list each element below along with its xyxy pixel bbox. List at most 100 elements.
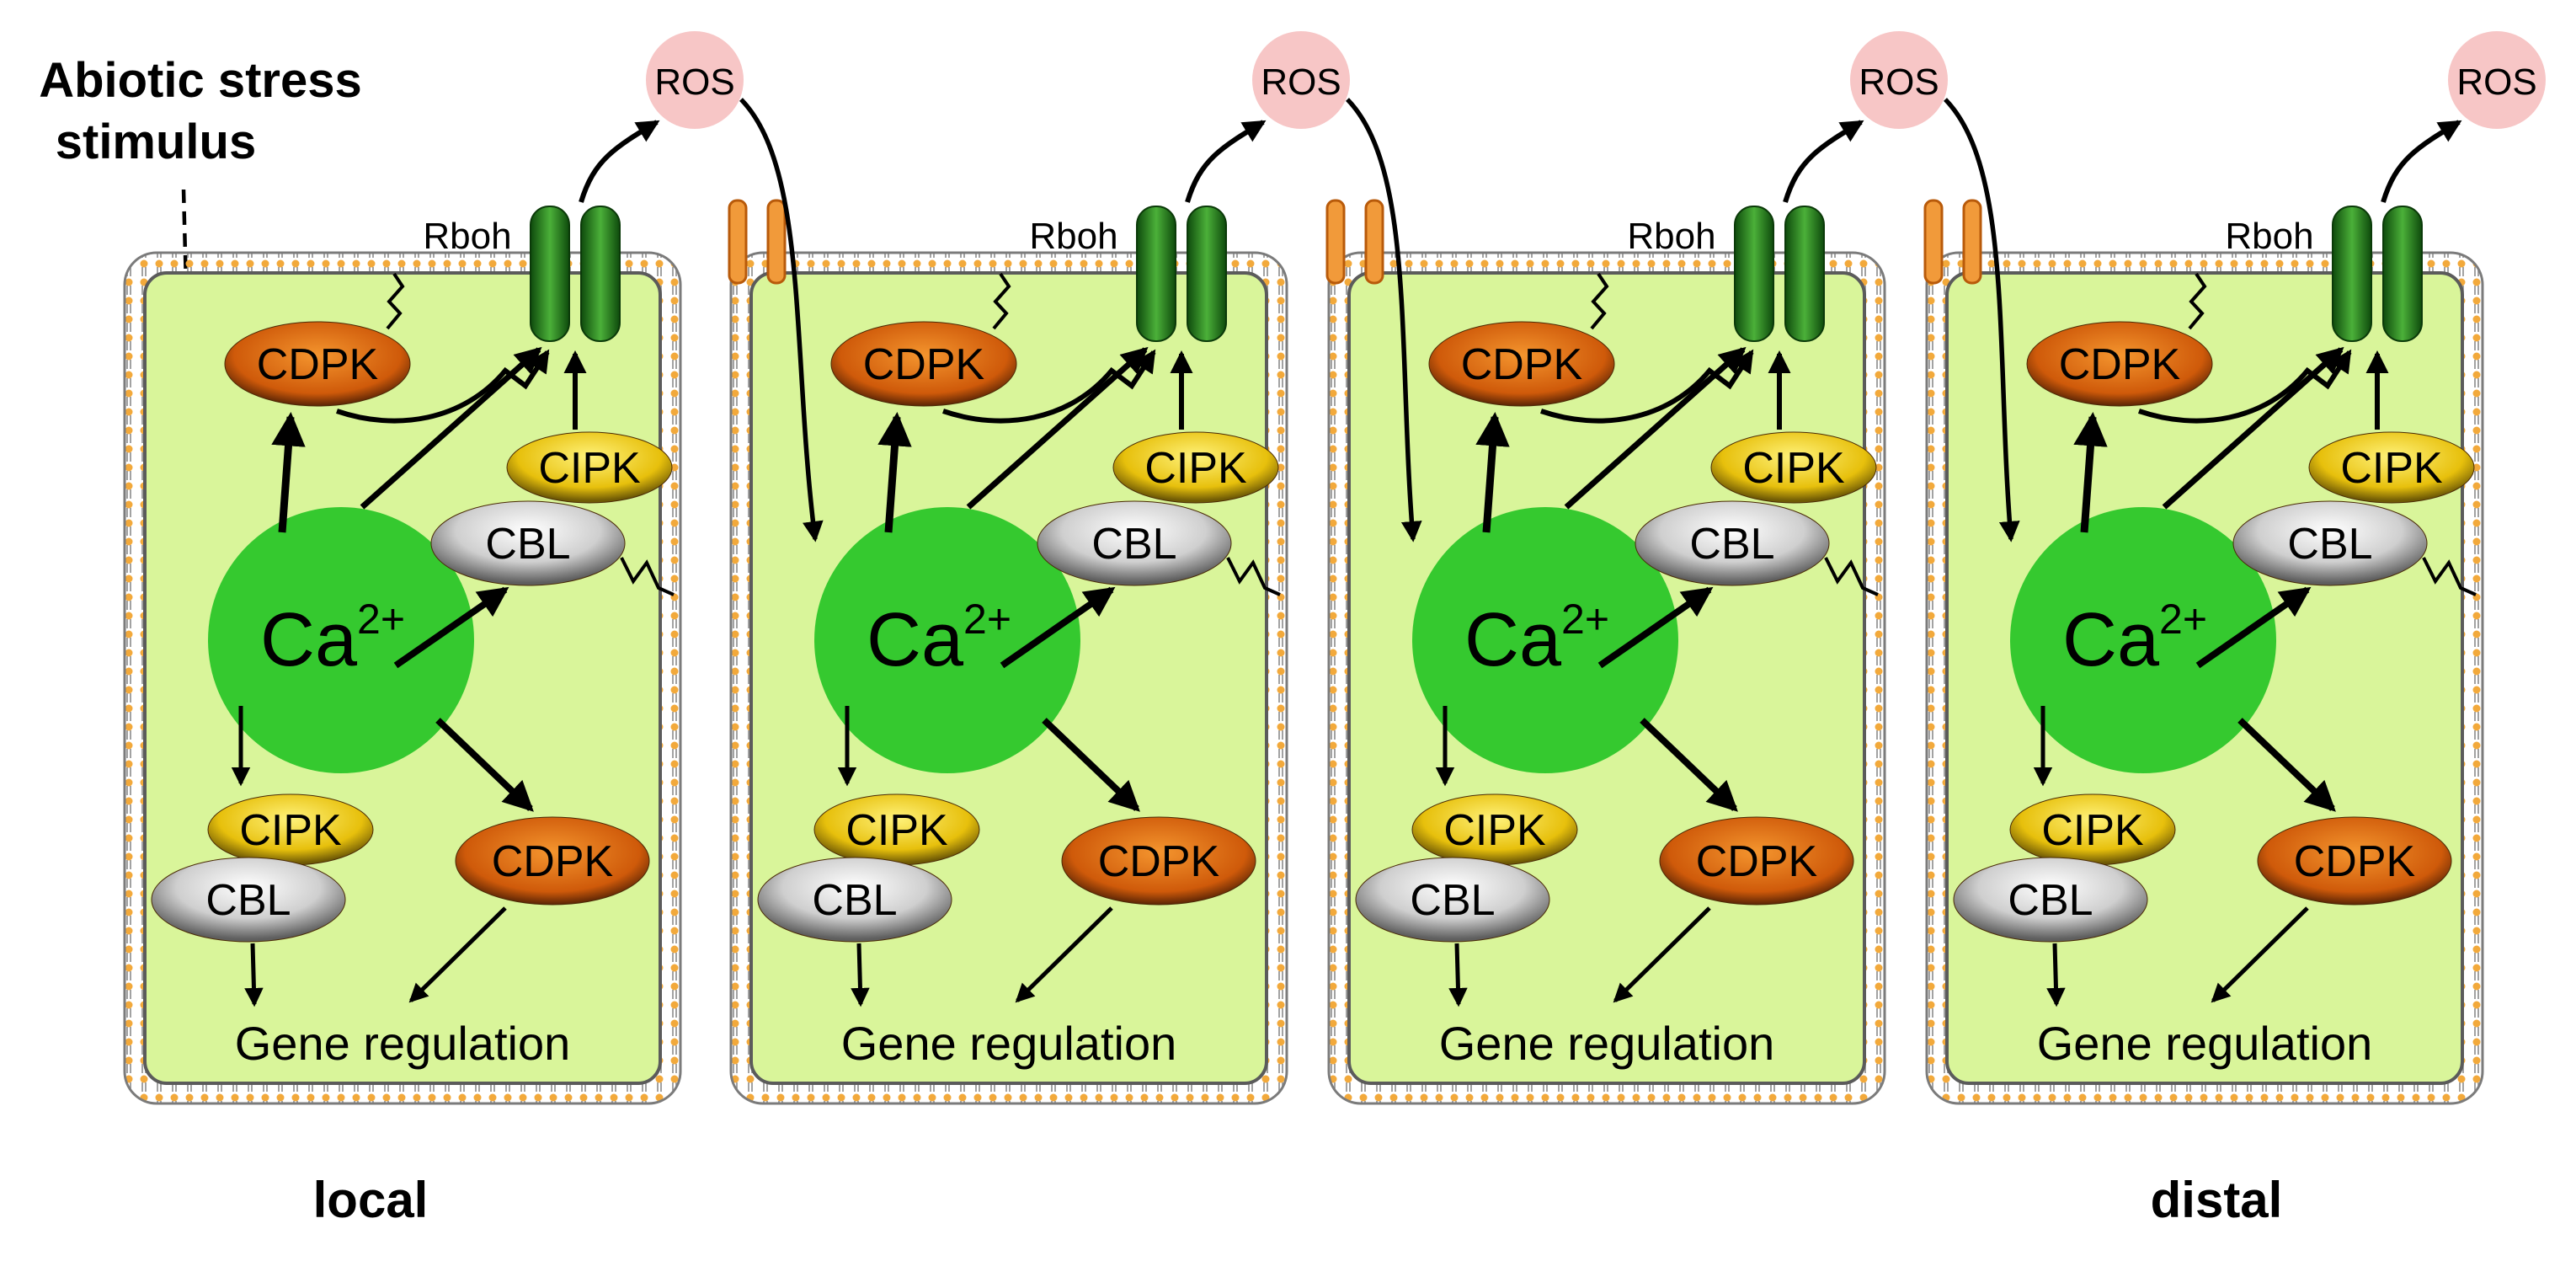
cdpk-to-rboh-arrow (336, 349, 550, 424)
rboh-label: Rboh (1627, 216, 1715, 257)
cdpk-anchor (2188, 272, 2207, 330)
cbl-top-label: CBL (2287, 520, 2372, 569)
cbl-bottom-label: CBL (812, 876, 897, 925)
cbl-top: CBL (2232, 500, 2428, 586)
ca-to-cdpk-top-arrow (1475, 411, 1510, 533)
ros: ROS (646, 31, 744, 129)
rboh-left-subunit (1136, 206, 1176, 342)
cdpk-bottom: CDPK (2257, 816, 2452, 906)
cipk-top: CIPK (1112, 431, 1279, 504)
ca-to-cbl-arrow (1597, 586, 1714, 669)
cdpk-to-rboh-arrow (2138, 349, 2352, 424)
cdpk-to-gene-arrow (2211, 906, 2309, 1003)
rboh-label: Rboh (1029, 216, 1117, 257)
calcium: Ca2+ (208, 507, 474, 773)
cbl-to-gene-arrow (244, 943, 264, 1007)
cipk-top: CIPK (1710, 431, 1877, 504)
ca-to-cdpk-top-arrow (2073, 411, 2108, 533)
cdpk-bottom-shape (1061, 816, 1256, 906)
cdpk-anchor (1590, 272, 1609, 330)
rboh-left-subunit (530, 206, 570, 342)
ca-to-cbl-arrow (393, 586, 509, 669)
cbl-to-gene-arrow (2046, 943, 2066, 1007)
cdpk-bottom: CDPK (1659, 816, 1854, 906)
cipk-top: CIPK (2308, 431, 2475, 504)
cipk-bottom: CIPK (813, 793, 980, 866)
cipk-bottom-label: CIPK (2041, 806, 2144, 855)
calcium-circle (814, 507, 1080, 773)
ros: ROS (2448, 31, 2546, 129)
cdpk-top-label: CDPK (1461, 340, 1583, 389)
cbl-top-shape (1635, 500, 1830, 586)
calcium-label-sup: 2+ (2159, 596, 2207, 643)
cipk-top: CIPK (506, 431, 673, 504)
ca-to-cbl-arrow (1000, 586, 1116, 669)
cipk-top-label: CIPK (538, 444, 641, 493)
cbl-bottom-label: CBL (1410, 876, 1495, 925)
calcium-circle (2010, 507, 2276, 773)
calcium-label: Ca2+ (1464, 596, 1609, 682)
cipk-top-shape (506, 431, 673, 504)
rboh-label: Rboh (423, 216, 511, 257)
cdpk-bottom: CDPK (1061, 816, 1256, 906)
rboh-right-subunit (580, 206, 621, 342)
calcium-label: Ca2+ (260, 596, 405, 682)
cbl-bottom: CBL (1953, 857, 2148, 943)
cipk-bottom-label: CIPK (239, 806, 342, 855)
cbl-bottom-shape (1355, 857, 1550, 943)
cbl-anchor (1824, 557, 1879, 596)
calcium-label: Ca2+ (2062, 596, 2207, 682)
ros-propagation-arrow-3 (1944, 98, 2020, 542)
cbl-top: CBL (1635, 500, 1830, 586)
gene-regulation-label: Gene regulation (841, 1017, 1177, 1070)
cdpk-top-shape (2026, 321, 2213, 407)
ros-label: ROS (2456, 61, 2536, 103)
rboh: Rboh (2225, 206, 2423, 342)
calcium-label-sup: 2+ (1561, 596, 1609, 643)
rboh-right-subunit (1187, 206, 1227, 342)
rboh-to-ros-arrow (2381, 120, 2462, 203)
cbl-bottom: CBL (1355, 857, 1550, 943)
calcium-circle (1412, 507, 1678, 773)
cipk-bottom-label: CIPK (845, 806, 948, 855)
cbl-bottom-shape (151, 857, 346, 943)
cdpk-anchor (992, 272, 1011, 330)
cdpk-to-gene-arrow (1015, 906, 1113, 1003)
ca-channel-left (1325, 199, 1346, 285)
ros-circle (1252, 31, 1350, 129)
calcium-label-sup: 2+ (963, 596, 1011, 643)
cipk-bottom-label: CIPK (1443, 806, 1546, 855)
cipk-top-label: CIPK (1144, 444, 1247, 493)
cbl-top: CBL (430, 500, 626, 586)
calcium-circle (208, 507, 474, 773)
cdpk-top: CDPK (2026, 321, 2213, 407)
ca-to-cdpk-bottom-arrow (1640, 718, 1738, 812)
cdpk-top-label: CDPK (257, 340, 379, 389)
cdpk-to-gene-arrow (408, 906, 507, 1003)
ca-channel-right (1364, 199, 1384, 285)
cdpk-to-rboh-arrow (942, 349, 1156, 424)
ca-channel-right (766, 199, 787, 285)
cbl-top: CBL (1037, 500, 1232, 586)
cipk-top-label: CIPK (1742, 444, 1845, 493)
calcium-label-sup: 2+ (357, 596, 405, 643)
cbl-bottom: CBL (151, 857, 346, 943)
cdpk-bottom-shape (455, 816, 650, 906)
cdpk-bottom-label: CDPK (492, 837, 614, 886)
rboh: Rboh (1627, 206, 1825, 342)
ca-channel-left (1923, 199, 1944, 285)
gene-regulation-label: Gene regulation (235, 1017, 571, 1070)
ros: ROS (1252, 31, 1350, 129)
cbl-anchor (2422, 557, 2477, 596)
stimulus-label-line1: Abiotic stress (39, 53, 362, 108)
local-label: local (313, 1172, 429, 1228)
cbl-bottom: CBL (757, 857, 952, 943)
cbl-top-shape (430, 500, 626, 586)
cdpk-bottom-shape (2257, 816, 2452, 906)
cdpk-to-rboh-arrow (1540, 349, 1754, 424)
rboh-left-subunit (2332, 206, 2372, 342)
cdpk-bottom-shape (1659, 816, 1854, 906)
gene-regulation-label: Gene regulation (2037, 1017, 2373, 1070)
rboh-right-subunit (1784, 206, 1825, 342)
